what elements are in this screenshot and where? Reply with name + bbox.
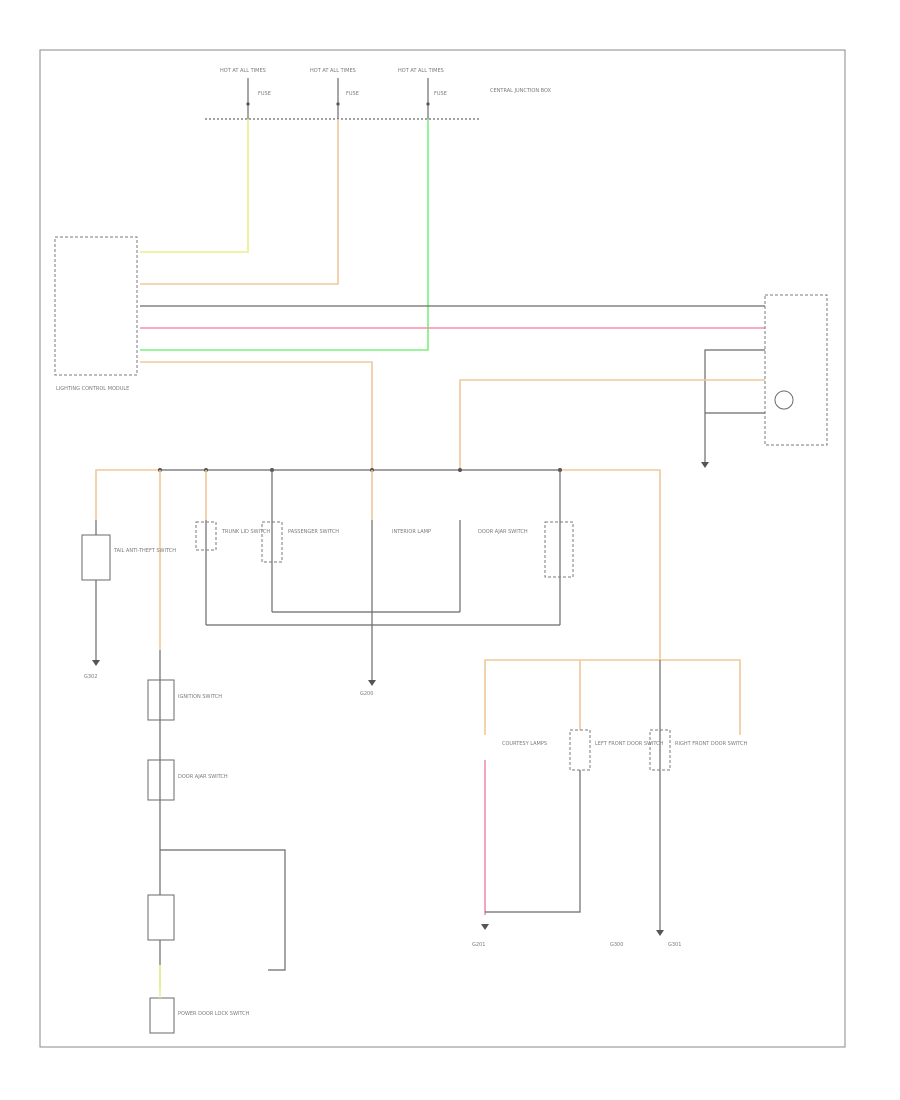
left-component-2: IGNITION SWITCH (178, 694, 222, 700)
center-component-2: PASSENGER SWITCH (288, 529, 339, 535)
diagram-frame (39, 49, 846, 1048)
left-component-3: DOOR AJAR SWITCH (178, 774, 228, 780)
right-switch-area (459, 294, 828, 468)
hot-label-2: HOT AT ALL TIMES (310, 68, 356, 74)
fuse-label-3: FUSE (434, 91, 447, 97)
central-junction-box-label: CENTRAL JUNCTION BOX (490, 88, 552, 94)
right-component-3: COURTESY LAMPS (502, 741, 547, 747)
ground-label-3: G300 (610, 942, 623, 948)
lighting-control-module (54, 236, 138, 376)
ground-label-4: G301 (668, 942, 681, 948)
ground-label-1: G200 (360, 691, 373, 697)
ground-label-2: G201 (472, 942, 485, 948)
center-component-1: TRUNK LID SWITCH (221, 529, 270, 535)
module-label: LIGHTING CONTROL MODULE (56, 386, 129, 392)
wire-green (140, 119, 429, 351)
ground-label-5: G302 (84, 674, 97, 680)
right-component-2: RIGHT FRONT DOOR SWITCH (675, 741, 748, 747)
center-component-3: INTERIOR LAMP (392, 529, 431, 535)
wire-orange-top (140, 119, 339, 285)
fuse-label-2: FUSE (346, 91, 359, 97)
right-component-1: LEFT FRONT DOOR SWITCH (595, 741, 664, 747)
hot-label-3: HOT AT ALL TIMES (398, 68, 444, 74)
bottom-left-component: POWER DOOR LOCK SWITCH (178, 1011, 250, 1017)
left-components: TAIL ANTI-THEFT SWITCH IGNITION SWITCH D… (81, 534, 286, 1034)
center-component-4: DOOR AJAR SWITCH (478, 529, 528, 535)
courtesy-lamp-area: LEFT FRONT DOOR SWITCH RIGHT FRONT DOOR … (472, 520, 748, 948)
wire-yellow (140, 119, 249, 253)
center-components: TRUNK LID SWITCH PASSENGER SWITCH INTERI… (195, 521, 574, 697)
distribution-bus-orange-right (560, 469, 661, 520)
left-component-1: TAIL ANTI-THEFT SWITCH (113, 548, 176, 554)
fuse-label-1: FUSE (258, 91, 271, 97)
fuse-block: HOT AT ALL TIMES HOT AT ALL TIMES HOT AT… (205, 68, 552, 120)
hot-label-1: HOT AT ALL TIMES (220, 68, 266, 74)
wire-orange-lower (140, 361, 373, 468)
distribution-bus-orange-left (95, 469, 160, 520)
